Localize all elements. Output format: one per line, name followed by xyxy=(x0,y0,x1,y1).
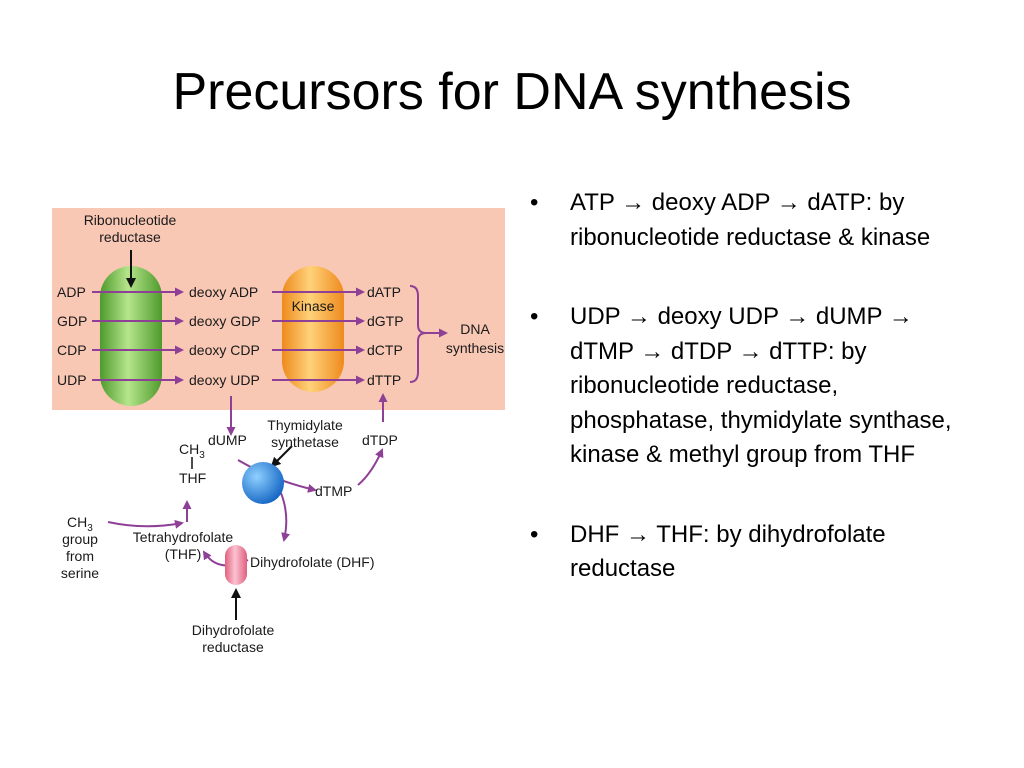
bullet-text: DHF → THF: by dihydrofolate reductase xyxy=(570,520,886,583)
conversion-arrows xyxy=(92,285,448,567)
tetrahydrofolate-label-line1: Tetrahydrofolate xyxy=(133,529,234,545)
diagram-svg: Ribonucleotide reductase ADP GDP CDP UDP… xyxy=(52,208,505,655)
label-dttp: dTTP xyxy=(367,372,401,388)
label-datp: dATP xyxy=(367,284,401,300)
dna-label-line2: synthesis xyxy=(446,340,504,356)
tetrahydrofolate-label-line2: (THF) xyxy=(165,546,202,562)
serine-to-thf-arrow xyxy=(107,519,184,529)
label-udp: UDP xyxy=(57,372,87,388)
label-deoxy-adp: deoxy ADP xyxy=(189,284,258,300)
label-ch3: CH3 xyxy=(179,441,205,461)
bullet-marker: • xyxy=(530,189,539,216)
thymidylate-enzyme-arrow xyxy=(270,445,293,468)
dna-label-line1: DNA xyxy=(460,321,490,337)
ribonucleotide-reductase-oval xyxy=(100,266,162,406)
bullet-list: • ATP → deoxy ADP → dATP: by ribonucleot… xyxy=(530,186,970,632)
bullet-marker: • xyxy=(530,303,539,330)
label-dhf: Dihydrofolate (DHF) xyxy=(250,554,374,570)
label-dctp: dCTP xyxy=(367,342,403,358)
label-deoxy-udp: deoxy UDP xyxy=(189,372,260,388)
label-deoxy-gdp: deoxy GDP xyxy=(189,313,261,329)
label-serine: serine xyxy=(61,565,99,581)
bullet-item-1: • ATP → deoxy ADP → dATP: by ribonucleot… xyxy=(530,186,970,255)
label-dtmp: dTMP xyxy=(315,483,352,499)
thymidylate-label-line2: synthetase xyxy=(271,434,339,450)
dtmp-to-dtdp-arrow xyxy=(357,448,384,486)
kinase-label: Kinase xyxy=(292,298,335,314)
kinase-oval xyxy=(282,266,344,392)
bullet-text: ATP → deoxy ADP → dATP: by ribonucleotid… xyxy=(570,189,931,251)
label-group: group xyxy=(62,531,98,547)
thymidylate-label-line1: Thymidylate xyxy=(267,417,343,433)
label-adp: ADP xyxy=(57,284,86,300)
bullet-item-3: • DHF → THF: by dihydrofolate reductase xyxy=(530,518,970,587)
bullet-text: UDP → deoxy UDP → dUMP → dTMP → dTDP → d… xyxy=(570,303,952,468)
label-ch3-serine: CH3 xyxy=(67,514,93,534)
label-dgtp: dGTP xyxy=(367,313,404,329)
dhfr-label-line1: Dihydrofolate xyxy=(192,622,275,638)
dhfr-label-line2: reductase xyxy=(202,639,264,655)
thymidylate-synthetase-sphere xyxy=(242,462,284,504)
bullet-marker: • xyxy=(530,520,539,548)
label-thf: THF xyxy=(179,470,206,486)
bullet-item-2: • UDP → deoxy UDP → dUMP → dTMP → dTDP →… xyxy=(530,300,970,473)
dihydrofolate-reductase-oval xyxy=(225,545,247,585)
dna-precursor-diagram: Ribonucleotide reductase ADP GDP CDP UDP… xyxy=(40,190,520,670)
label-dump: dUMP xyxy=(208,432,247,448)
label-from: from xyxy=(66,548,94,564)
label-dtdp: dTDP xyxy=(362,432,398,448)
label-deoxy-cdp: deoxy CDP xyxy=(189,342,260,358)
label-cdp: CDP xyxy=(57,342,87,358)
label-gdp: GDP xyxy=(57,313,87,329)
slide-title: Precursors for DNA synthesis xyxy=(172,63,852,121)
ribo-label-line2: reductase xyxy=(99,229,161,245)
ribo-label-line1: Ribonucleotide xyxy=(84,212,177,228)
